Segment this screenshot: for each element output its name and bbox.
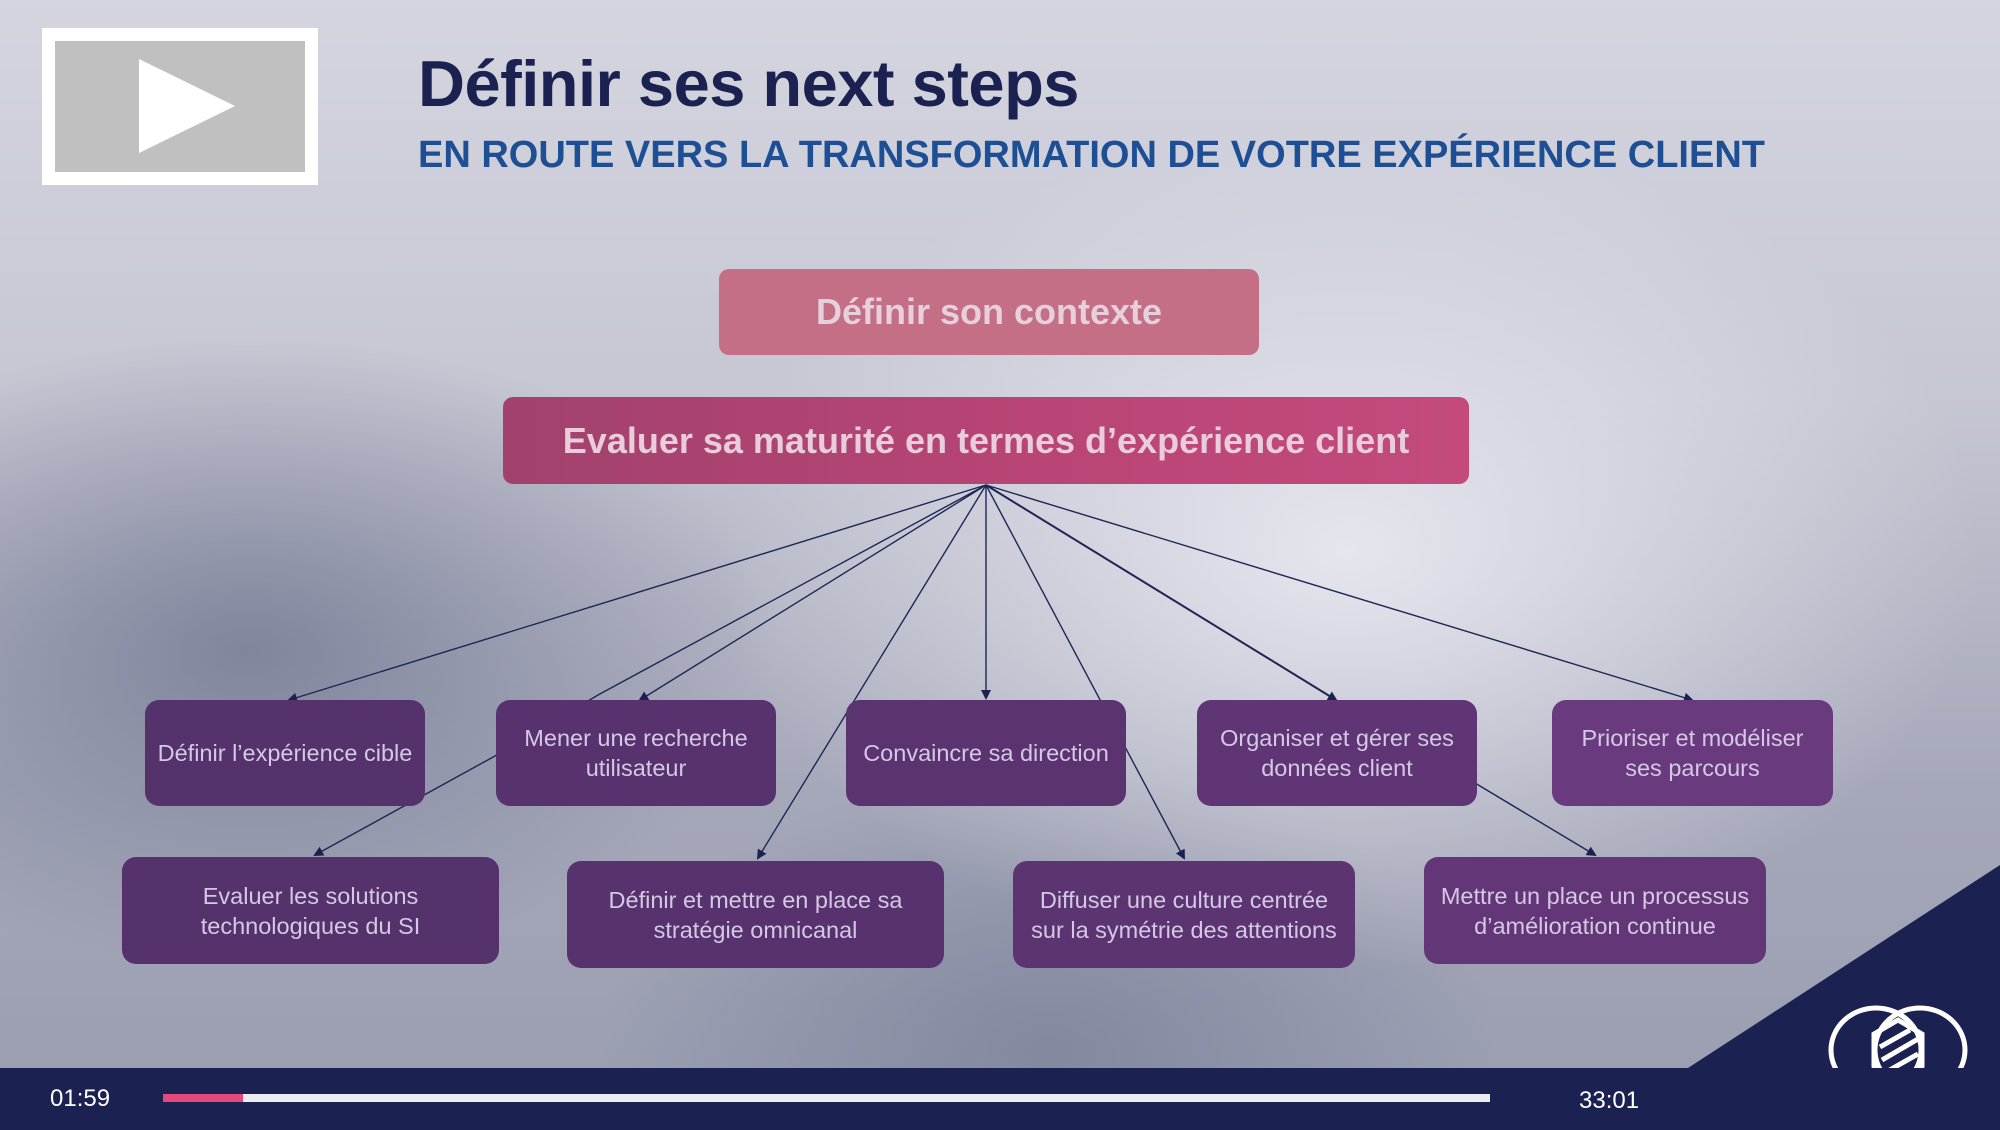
page-title: Définir ses next steps bbox=[418, 47, 1079, 120]
connector-to-recherche-utilisateur bbox=[638, 484, 987, 702]
page-subtitle: EN ROUTE VERS LA TRANSFORMATION DE VOTRE… bbox=[418, 134, 1765, 176]
connector-to-amelioration-continue bbox=[1474, 782, 1597, 857]
connector-to-donnees-client bbox=[985, 484, 1338, 702]
box-definir-contexte: Définir son contexte bbox=[719, 269, 1259, 355]
current-time: 01:59 bbox=[50, 1085, 111, 1112]
progress-bar[interactable] bbox=[163, 1094, 1490, 1102]
video-thumbnail[interactable] bbox=[42, 28, 318, 185]
step-prioriser-parcours: Prioriser et modéliser ses parcours bbox=[1552, 700, 1833, 806]
step-recherche-utilisateur: Mener une recherche utilisateur bbox=[496, 700, 776, 806]
step-strategie-omnicanal: Définir et mettre en place sa stratégie … bbox=[567, 861, 944, 968]
step-solutions-si: Evaluer les solutions technologiques du … bbox=[122, 857, 499, 964]
connector-to-parcours bbox=[985, 484, 1694, 703]
box-evaluer-maturite: Evaluer sa maturité en termes d’expérien… bbox=[503, 397, 1469, 484]
step-experience-cible: Définir l’expérience cible bbox=[145, 700, 425, 806]
connector-to-strategie-omnicanal bbox=[756, 484, 987, 860]
step-amelioration-continue: Mettre un place un processus d’améliorat… bbox=[1424, 857, 1766, 964]
play-icon[interactable] bbox=[42, 28, 318, 185]
progress-fill bbox=[163, 1094, 243, 1102]
step-donnees-client: Organiser et gérer ses données client bbox=[1197, 700, 1477, 806]
step-convaincre-direction: Convaincre sa direction bbox=[846, 700, 1126, 806]
step-diffuser-culture: Diffuser une culture centrée sur la symé… bbox=[1013, 861, 1355, 968]
connector-to-experience-cible bbox=[287, 484, 987, 703]
total-time: 33:01 bbox=[1579, 1087, 1640, 1114]
connector-to-diffuser-culture bbox=[985, 484, 1185, 860]
